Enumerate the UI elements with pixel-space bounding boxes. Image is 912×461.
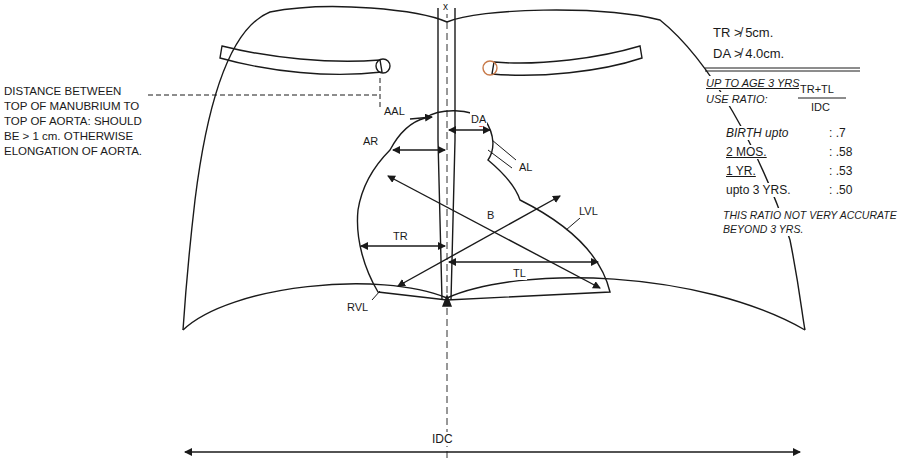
ratio-value: : .53 xyxy=(828,164,853,178)
age-label: 1 YR. xyxy=(725,164,757,178)
idc-dimension xyxy=(185,451,800,452)
aal-guide xyxy=(148,78,380,110)
measure-label: LVL xyxy=(578,204,599,218)
ratio-value: : .50 xyxy=(828,183,853,197)
age-label: upto 3 YRS. xyxy=(725,183,792,197)
measure-label: AL xyxy=(518,160,533,174)
tr-dimension xyxy=(361,245,445,246)
underline xyxy=(705,68,860,71)
measure-label: AR xyxy=(362,134,379,148)
ratio-note: UP TO AGE 3 YRS. xyxy=(705,76,804,90)
midline-arrow xyxy=(443,296,451,306)
measure-label: RVL xyxy=(346,300,369,314)
accuracy-note: THIS RATIO NOT VERY ACCURATE BEYOND 3 YR… xyxy=(722,208,904,236)
limit-note: DA ≯ 4.0cm. xyxy=(712,47,785,61)
lvl-leader xyxy=(566,218,580,230)
ratio-formula: IDC xyxy=(810,100,831,114)
measure-label: DA xyxy=(470,112,487,126)
clavicle-head xyxy=(376,59,390,73)
lung-outline xyxy=(447,10,805,330)
midline xyxy=(447,0,448,461)
aal-arrow xyxy=(410,117,432,119)
ratio-formula: TR+TL xyxy=(799,82,835,96)
b-diagonal xyxy=(388,176,600,288)
note: DISTANCE BETWEEN TOP OF MANUBRIUM TO TOP… xyxy=(3,84,148,159)
measure-label: IDC xyxy=(431,432,454,446)
rvl-leader xyxy=(372,291,380,300)
measure-label: AAL xyxy=(383,104,406,118)
measure-label: TL xyxy=(512,266,527,280)
clavicle xyxy=(220,46,382,74)
ar-dimension xyxy=(393,149,445,150)
tl-dimension xyxy=(449,261,598,262)
ratio-value: : .7 xyxy=(828,126,847,140)
al-leader xyxy=(488,140,516,168)
clavicle xyxy=(492,46,642,75)
measure-label: B xyxy=(486,208,495,222)
measure-label: TR xyxy=(392,229,409,243)
clavicle-head xyxy=(483,61,497,75)
axis-mark: x xyxy=(442,0,449,14)
heart-outline xyxy=(357,111,610,300)
limit-note: TR ≯ 5cm. xyxy=(712,26,774,40)
da-dimension xyxy=(449,129,490,130)
ratio-value: : .58 xyxy=(828,145,853,159)
trachea xyxy=(438,8,442,300)
ratio-note: USE RATIO: xyxy=(705,92,769,106)
width-diagonal xyxy=(398,196,560,286)
age-label: BIRTH upto xyxy=(725,126,789,140)
fraction-bar xyxy=(798,98,846,99)
diaphragm xyxy=(183,278,805,330)
age-label: 2 MOS. xyxy=(725,145,768,159)
